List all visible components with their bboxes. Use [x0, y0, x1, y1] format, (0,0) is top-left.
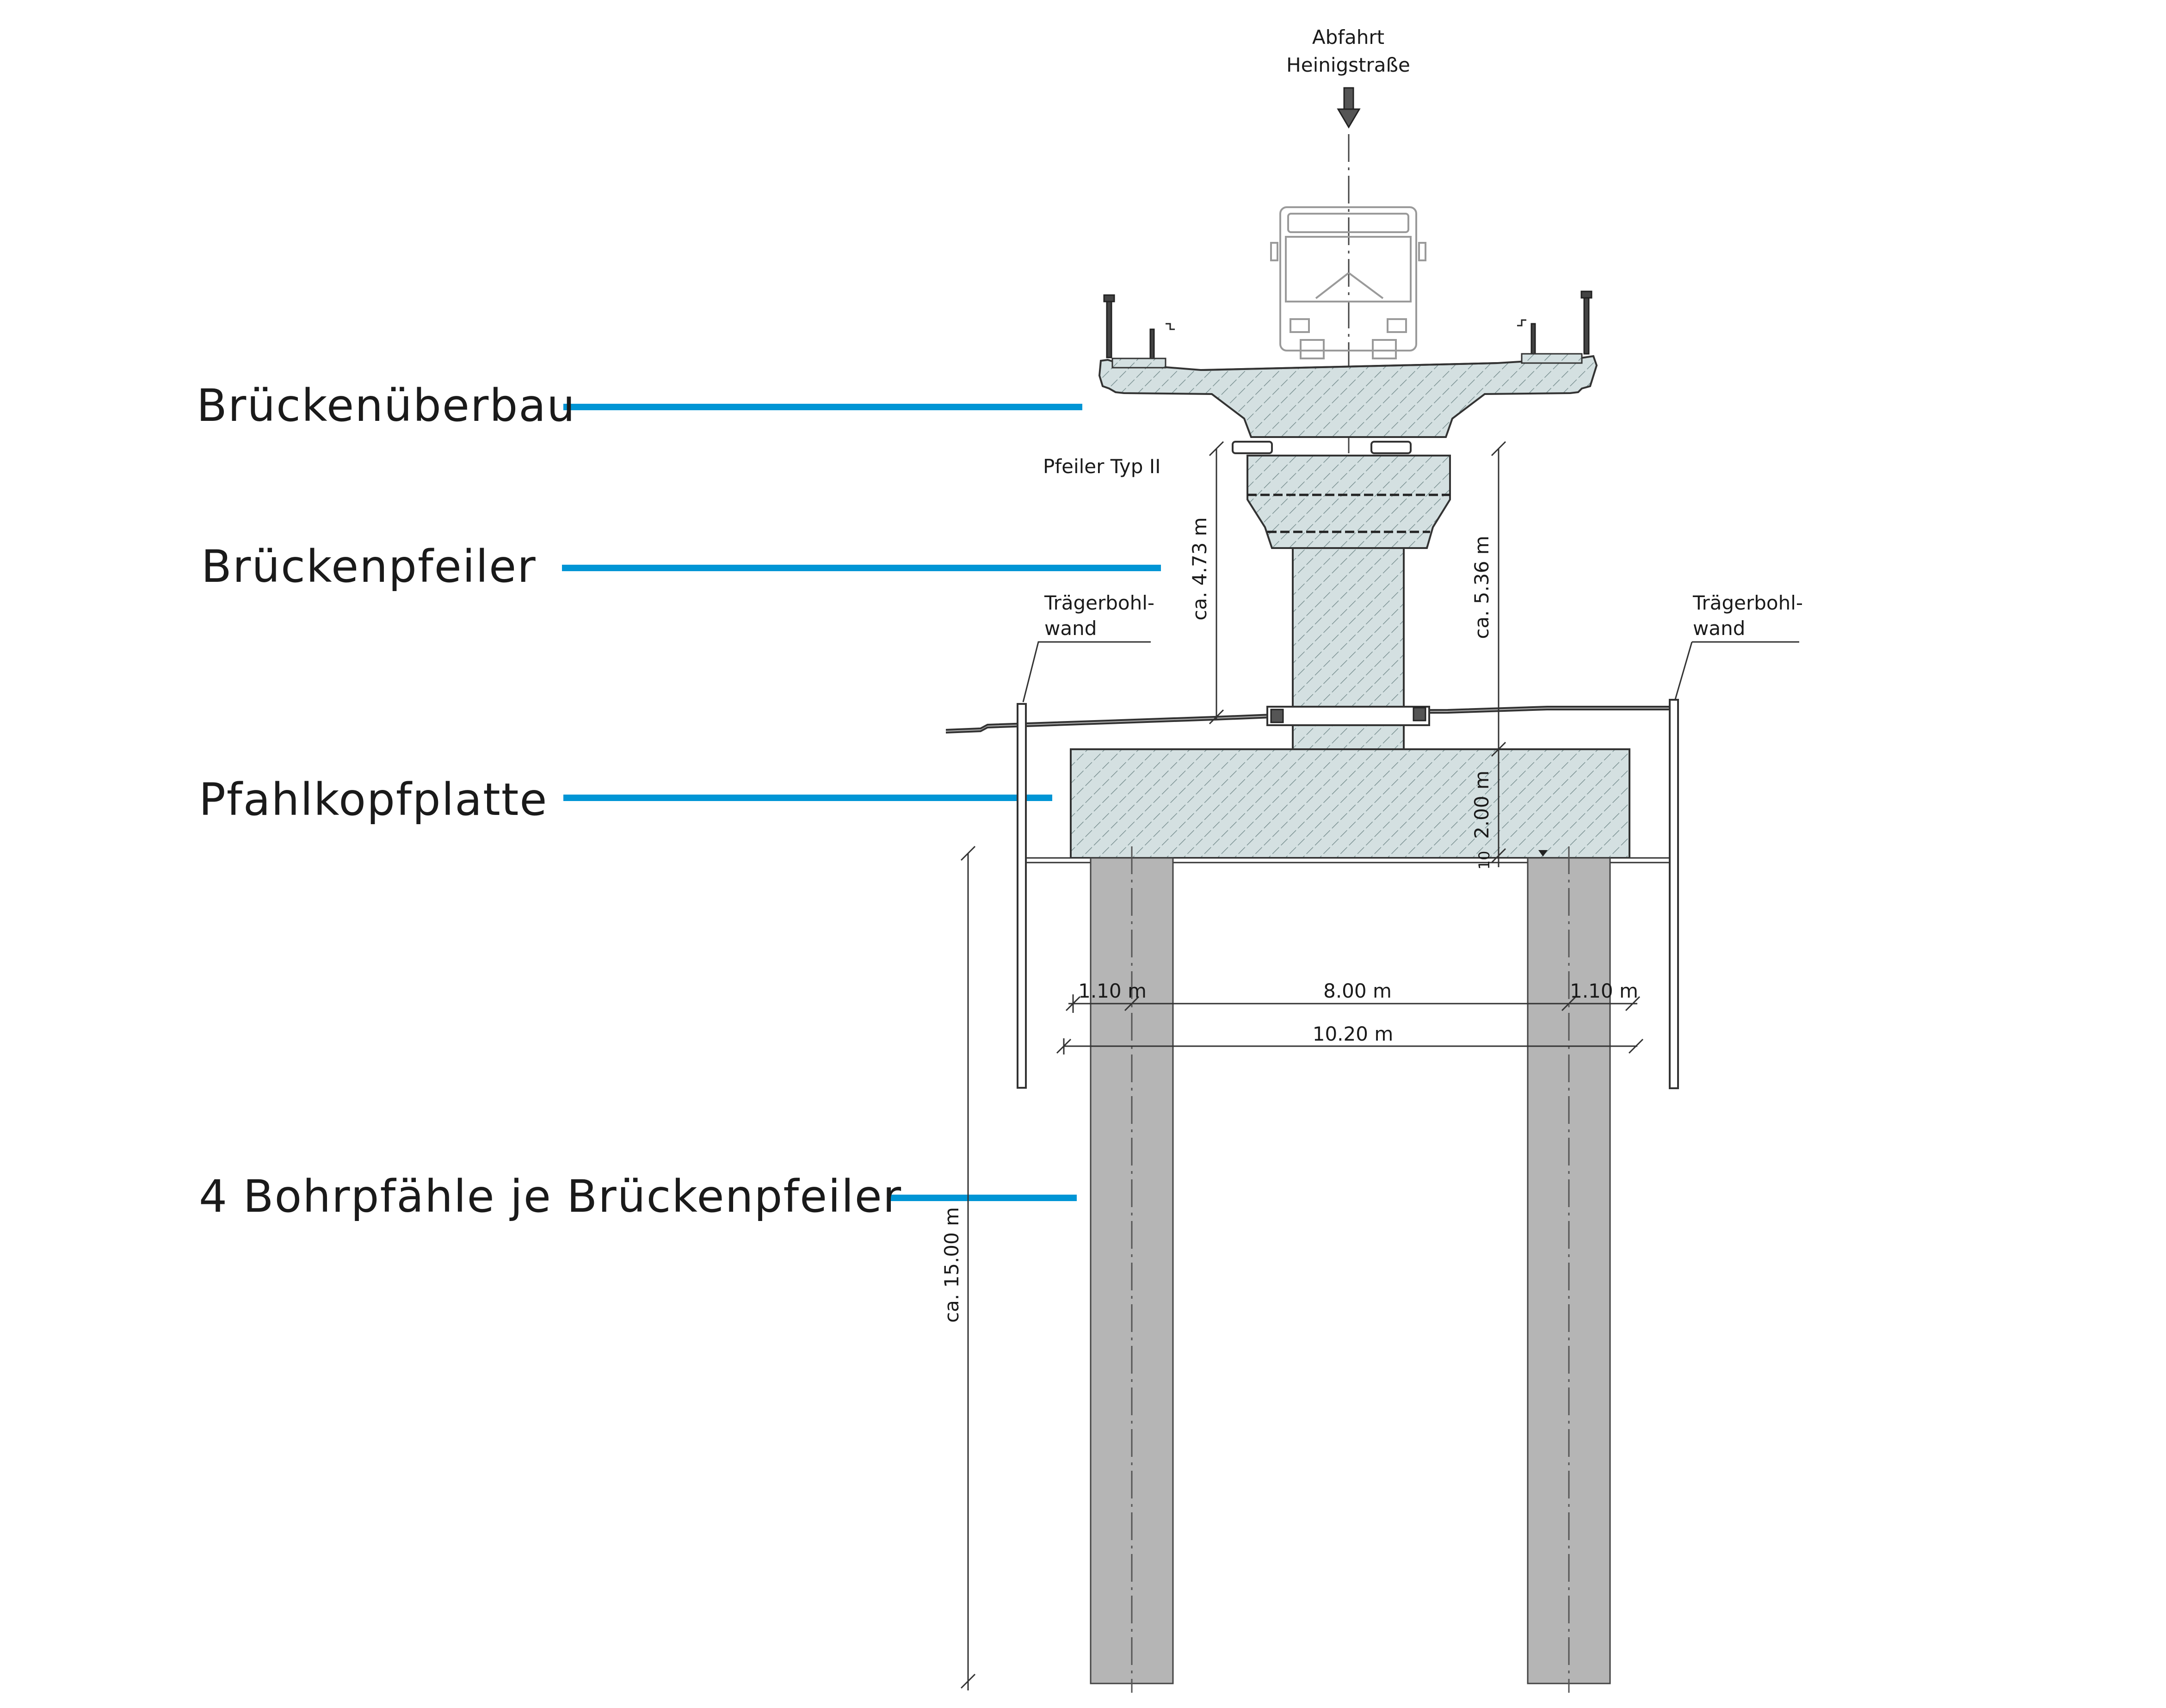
- dim-cap-gap: 10: [1475, 851, 1493, 870]
- soldier-pile-wall-right: [1669, 699, 1679, 1089]
- dim-cap-height: 2.00 m: [1470, 771, 1493, 839]
- dim-total-height: ca. 5.36 m: [1470, 536, 1493, 639]
- deck-surface: [1200, 362, 1498, 371]
- bus-outline: [1270, 206, 1426, 359]
- header-line1: Abfahrt: [1312, 26, 1384, 49]
- wall-label-left-1: Trägerbohl-: [1044, 592, 1154, 614]
- dim-pier-height: ca. 4.73 m: [1188, 517, 1211, 620]
- kerb-left: [1111, 358, 1166, 369]
- bridge-deck: [1098, 355, 1598, 438]
- bearing-left: [1232, 441, 1273, 454]
- dim-pile-diameter-left: 1.10 m: [1078, 980, 1147, 1002]
- label-superstructure: Brückenüberbau: [197, 380, 576, 432]
- wall-label-right-2: wand: [1693, 617, 1745, 640]
- wall-leader-left: [1022, 641, 1151, 703]
- dimension-lines: [960, 441, 1644, 1690]
- railing-left: [1103, 294, 1175, 363]
- kerb-right: [1521, 353, 1583, 364]
- railing-right: [1517, 290, 1592, 360]
- sleeve-block-right: [1413, 707, 1426, 721]
- soldier-pile-wall-left: [1017, 703, 1027, 1089]
- wall-label-left-2: wand: [1044, 617, 1097, 640]
- dim-pile-length: ca. 15.00 m: [940, 1207, 963, 1323]
- sleeve-block-left: [1270, 709, 1284, 723]
- wall-leader-right-diag: [1674, 641, 1693, 700]
- label-pile-cap: Pfahlkopfplatte: [199, 774, 548, 826]
- dim-pile-diameter-right: 1.10 m: [1570, 980, 1638, 1002]
- label-pier: Brückenpfeiler: [201, 541, 537, 592]
- pile-cap: [1070, 748, 1630, 859]
- down-arrow-icon: [1337, 87, 1361, 129]
- pier-sleeve: [1266, 706, 1430, 726]
- pier-head: [1247, 455, 1451, 549]
- dim-cap-width: 10.20 m: [1313, 1023, 1394, 1045]
- pier-type-label: Pfeiler Typ II: [1043, 455, 1161, 478]
- header-line2: Heinigstraße: [1286, 54, 1410, 76]
- level-marker-icon: [1538, 850, 1548, 857]
- dim-pile-spacing: 8.00 m: [1323, 980, 1392, 1002]
- wall-label-right-1: Trägerbohl-: [1692, 592, 1803, 614]
- bearing-right: [1370, 441, 1412, 454]
- label-piles: 4 Bohrpfähle je Brückenpfeiler: [199, 1171, 902, 1222]
